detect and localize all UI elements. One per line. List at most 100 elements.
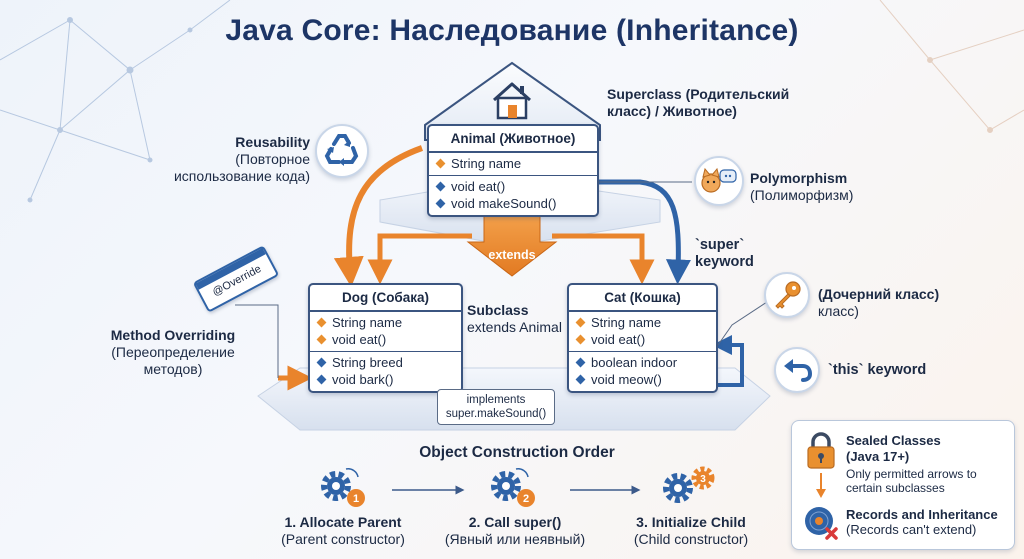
this-keyword-label: `this` keyword [828,362,927,378]
polymorphism-label: Polymorphism (Полиморфизм) [750,170,853,204]
animal-methods: void eat() void makeSound() [429,176,597,215]
sealed-title-line2: (Java 17+) [846,449,910,464]
cat-class-name: Cat (Кошка) [569,285,716,312]
records-sub: (Records can't extend) [846,522,977,537]
superclass-label: Superclass (Родительский класс) / Животн… [607,86,789,120]
super-keyword-line1: `super` [695,237,745,253]
method-overriding-line: методов) [143,361,203,377]
reusability-line: использование кода) [173,168,310,184]
implements-line2: super.makeSound() [445,408,547,420]
house-icon [493,82,531,120]
cat-member-text: String name [591,315,662,330]
field-diamond-icon [316,317,327,328]
step-1-label: 1. Allocate Parent (Parent constructor) [243,514,443,548]
undo-arrow-icon [774,347,820,393]
network-decoration [0,0,231,203]
super-keyword-label: `super` keyword [695,237,754,271]
child-class-label: (Дочерний класс) класс) [818,286,939,320]
cat-member: void meow() [575,371,708,388]
step-2-gear-icon: 2 [486,462,542,512]
step-2-title: 2. Call super() [468,514,562,530]
step-number-3: 3 [700,474,706,485]
animal-class-box[interactable]: Animal (Животное) String name void eat()… [427,124,599,217]
method-diamond-icon [575,357,586,368]
dog-member-text: String name [332,315,403,330]
network-decoration-right [879,0,1024,133]
extends-arrow [466,214,558,277]
cat-member-text: boolean indoor [591,355,678,370]
step-1-sub: (Parent constructor) [281,531,405,547]
step-3-title: 3. Initialize Child [636,514,746,530]
field-diamond-icon [316,334,327,345]
cat-class-box[interactable]: Cat (Кошка) String name void eat() boole… [567,283,718,393]
cat-member: boolean indoor [575,354,708,371]
step-3-label: 3. Initialize Child (Child constructor) [591,514,791,548]
padlock-icon [807,432,835,469]
dog-member-text: void eat() [332,332,387,347]
method-diamond-icon [316,374,327,385]
subclass-title: Subclass [467,302,529,318]
subclass-sub: extends Animal [467,319,562,335]
field-diamond-icon [435,158,446,169]
dog-class-name: Dog (Собака) [310,285,461,312]
implements-callout: implements super.makeSound() [437,389,555,425]
extends-label: extends [488,248,536,262]
dog-member: void eat() [316,331,453,348]
reusability-label: Reusability (Повторное использование код… [150,134,310,185]
polymorphism-title: Polymorphism [750,170,848,186]
step-number-2: 2 [523,493,529,505]
child-class-leader [717,299,771,346]
reusability-title: Reusability [235,134,310,150]
step-1-title: 1. Allocate Parent [284,514,402,530]
cat-dog-icon [694,156,744,206]
gear-icon: 3 [663,466,715,503]
records-title: Records and Inheritance [846,507,998,522]
records-text: Records and Inheritance (Records can't e… [846,507,998,537]
method-diamond-icon [575,374,586,385]
inherit-arrow-left [333,145,424,287]
method-diamond-icon [435,181,446,192]
super-arrow [598,179,691,285]
reusability-line: (Повторное [235,151,310,167]
cat-member: void eat() [575,331,708,348]
this-loop-arrow [712,335,744,387]
extends-arrow-left [367,233,472,285]
dog-member-text: String breed [332,355,403,370]
step-3-gear-icon: 3 [658,462,718,512]
construction-order-title: Object Construction Order [419,444,615,461]
override-leader [235,304,279,378]
method-overriding-label: Method Overriding (Переопределение метод… [92,327,254,378]
dog-own-members: String breed void bark() [310,352,461,391]
dog-member: String name [316,314,453,331]
recycle-icon [315,124,369,178]
child-class-title: (Дочерний класс) [818,286,940,302]
field-diamond-icon [575,334,586,345]
polymorphism-sub: (Полиморфизм) [750,187,854,203]
sealed-title-line1: Sealed Classes [846,433,941,448]
record-disc-icon [805,507,838,540]
animal-field: String name [435,155,589,172]
sealed-desc-line1: Only permitted arrows to [846,467,977,481]
dog-inherited-members: String name void eat() [310,312,461,352]
animal-method-text: void makeSound() [451,196,557,211]
sealed-desc-line2: certain subclasses [846,481,945,495]
page-title: Java Core: Наследование (Inheritance) [225,14,799,47]
cat-member-text: void meow() [591,372,662,387]
animal-field-text: String name [451,156,522,171]
animal-class-name: Animal (Животное) [429,126,597,153]
implements-line1: implements [466,394,526,406]
child-class-sub: класс) [818,303,859,319]
sealed-title: Sealed Classes (Java 17+) [846,433,941,465]
super-keyword-line2: keyword [695,254,754,270]
step-3-sub: (Child constructor) [633,531,749,547]
dog-member: String breed [316,354,453,371]
field-diamond-icon [575,317,586,328]
animal-fields: String name [429,153,597,176]
method-diamond-icon [435,198,446,209]
sealed-desc: Only permitted arrows to certain subclas… [846,467,977,495]
extends-arrow-right [552,233,655,285]
cat-own-members: boolean indoor void meow() [569,352,716,391]
step-number-1: 1 [353,493,359,505]
recycle-icon-svg [324,134,359,166]
dog-class-box[interactable]: Dog (Собака) String name void eat() Stri… [308,283,463,393]
